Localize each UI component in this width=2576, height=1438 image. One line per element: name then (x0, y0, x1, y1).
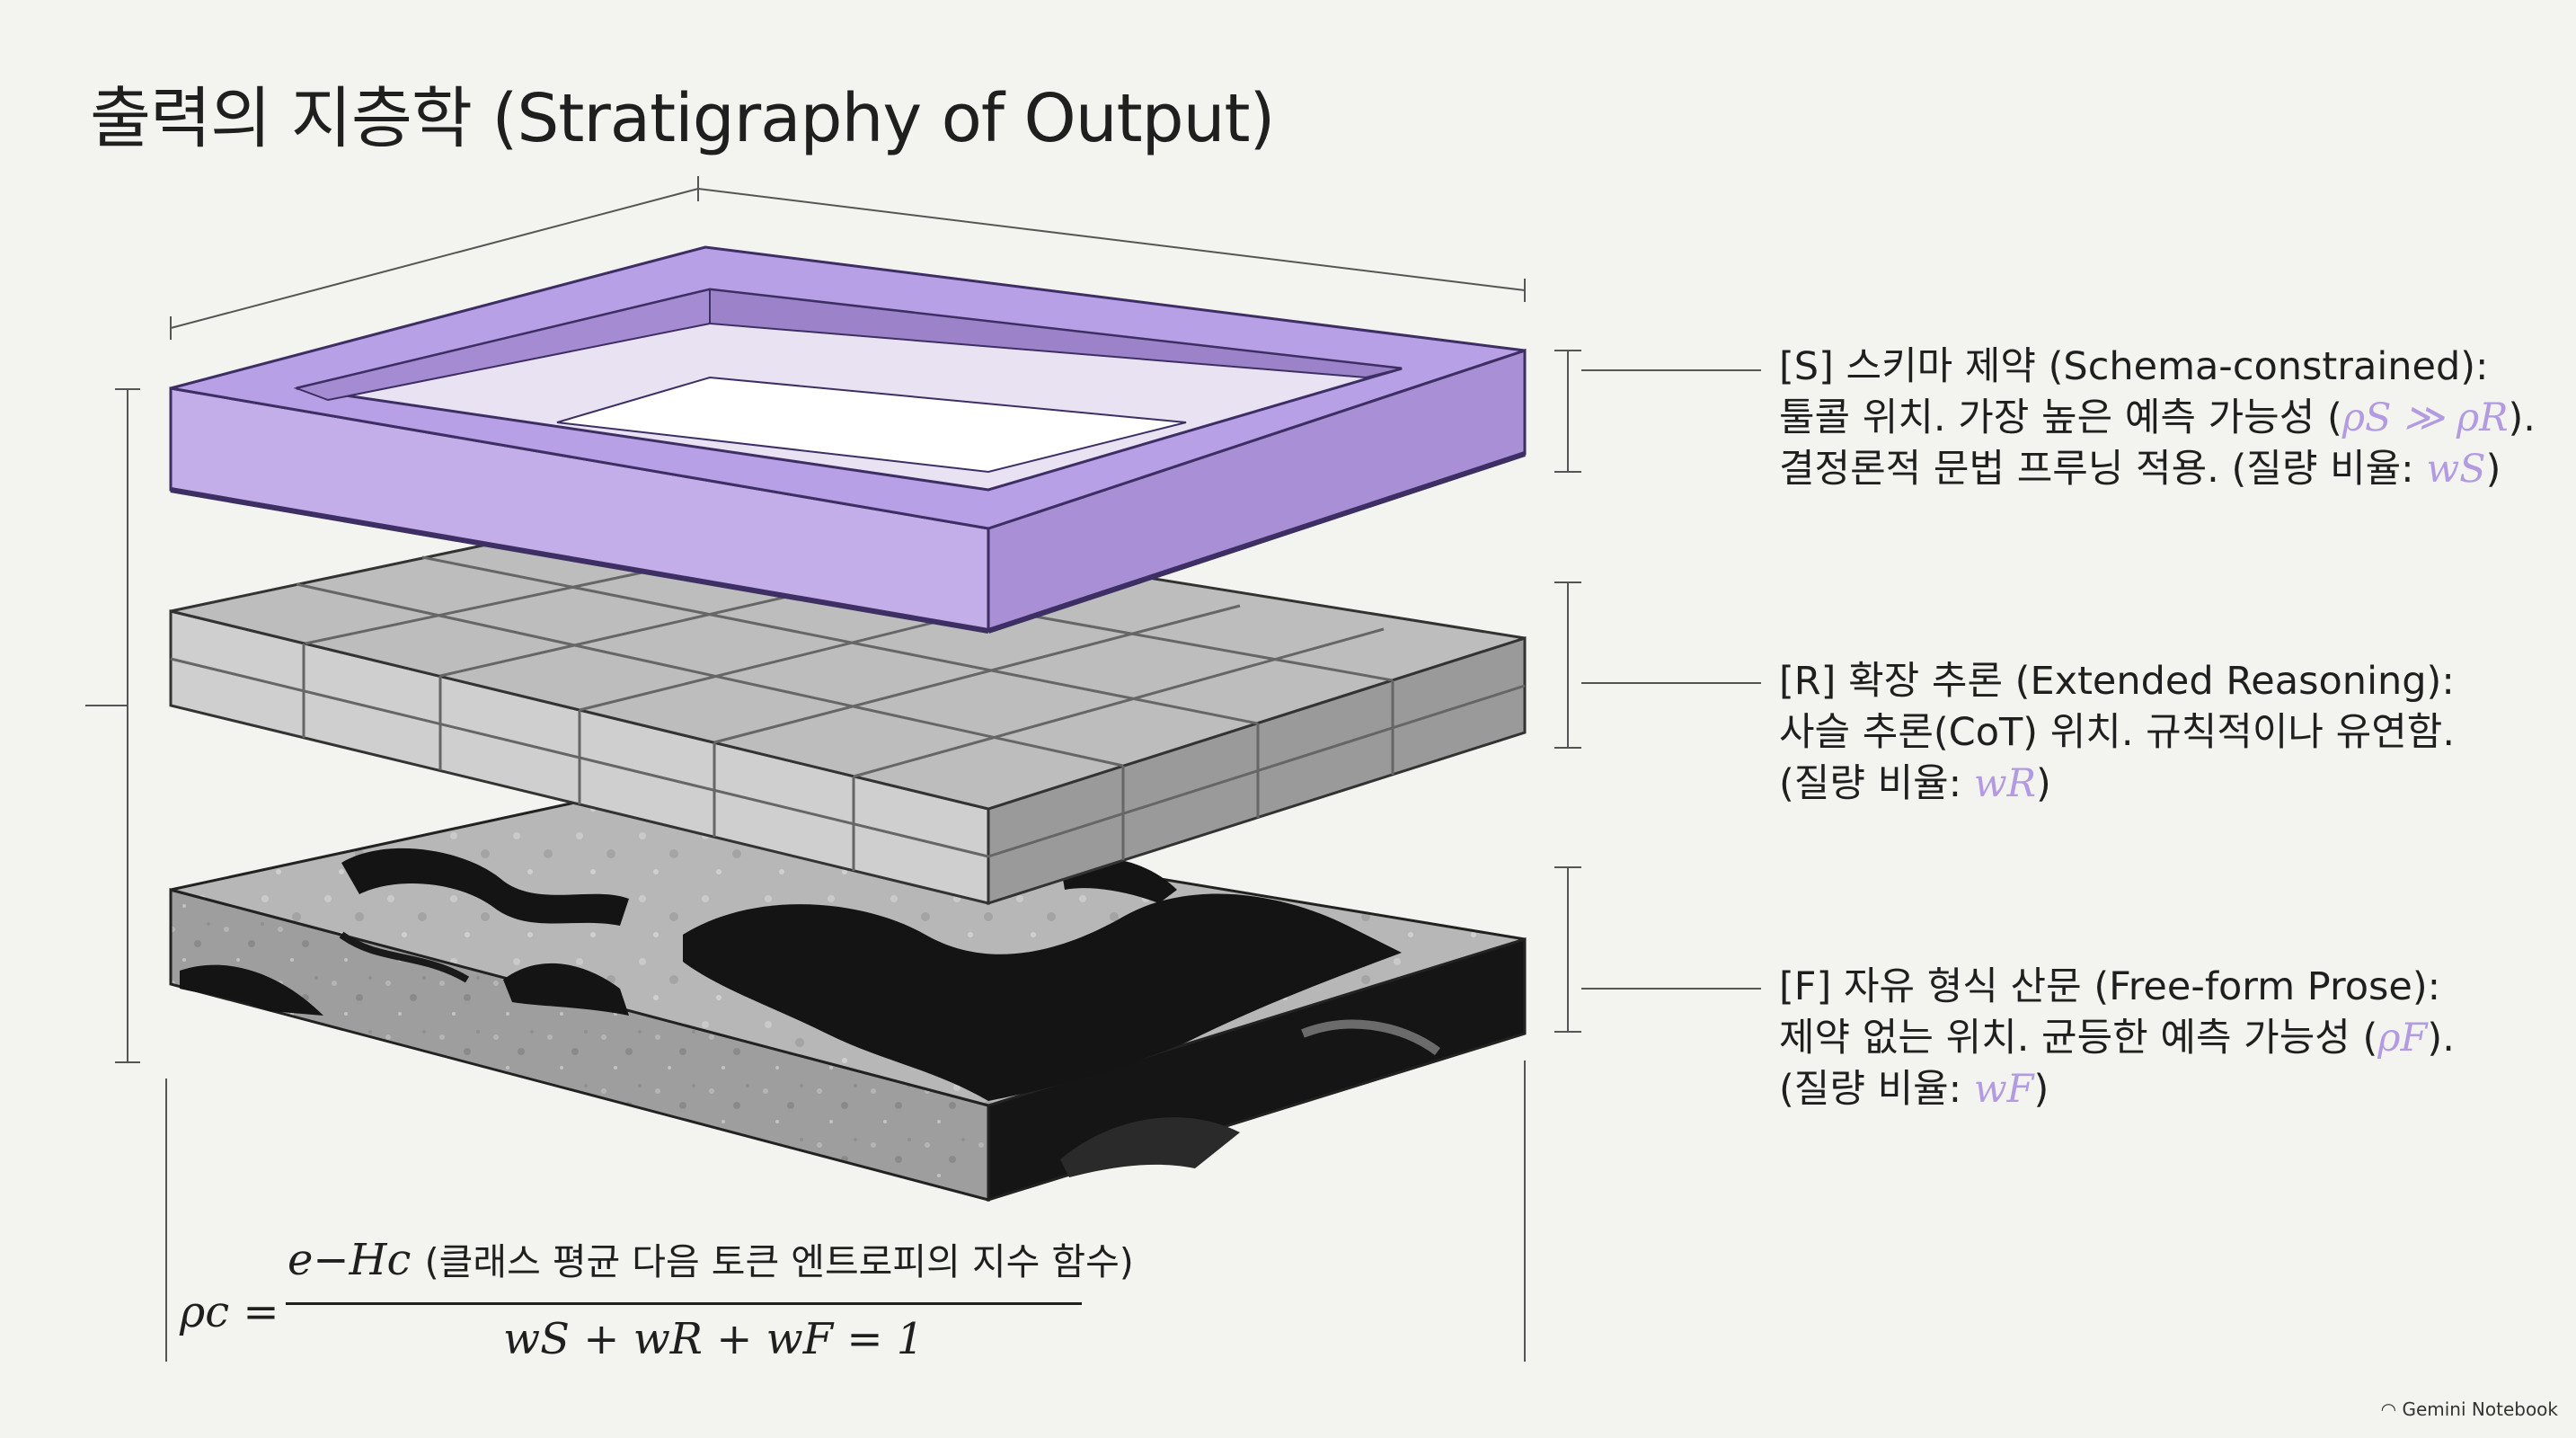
prose-line2-text: 제약 없는 위치. 균등한 예측 가능성 ( (1779, 1016, 2378, 1061)
reasoning-mass-ratio-math: wR (1973, 761, 2037, 806)
formula-numerator-description: (클래스 평균 다음 토큰 엔트로피의 지수 함수) (424, 1240, 1134, 1283)
notebook-logo-icon: ◠ (2380, 1398, 2403, 1420)
schema-heading: [S] 스키마 제약 (Schema-constrained): (1779, 344, 2489, 389)
schema-label: [S] 스키마 제약 (Schema-constrained): 툴콜 위치. … (1779, 342, 2552, 495)
prose-predictability-math: ρF (2377, 1016, 2428, 1061)
formula-numerator-expression: e−Hc (288, 1235, 412, 1285)
prose-heading: [F] 자유 형식 산문 (Free-form Prose): (1779, 964, 2441, 1009)
page-title: 출력의 지층학 (Stratigraphy of Output) (90, 80, 1275, 157)
reasoning-line3-suffix: ) (2036, 761, 2051, 806)
reasoning-heading: [R] 확장 추론 (Extended Reasoning): (1779, 659, 2455, 704)
schema-predictability-math: ρS ≫ ρR (2341, 395, 2509, 440)
prose-label: [F] 자유 형식 산문 (Free-form Prose): 제약 없는 위치… (1779, 962, 2552, 1115)
schema-line2-text: 툴콜 위치. 가장 높은 예측 가능성 ( (1779, 395, 2342, 440)
prose-line2-suffix: ). (2427, 1016, 2455, 1061)
schema-mass-ratio-math: wS (2426, 447, 2486, 492)
prose-layer-block (169, 789, 1527, 1203)
formula-numerator: e−Hc (클래스 평균 다음 토큰 엔트로피의 지수 함수) (288, 1231, 1134, 1285)
reasoning-line3-text: (질량 비율: (1779, 761, 1974, 806)
gemini-notebook-watermark: ◠ Gemini Notebook (2381, 1398, 2558, 1420)
formula-denominator: wS + wR + wF = 1 (503, 1314, 925, 1364)
dimension-lines (85, 176, 1761, 1362)
reasoning-line2: 사슬 추론(CoT) 위치. 규칙적이나 유연함. (1779, 710, 2456, 755)
schema-line3-text: 결정론적 문법 프루닝 적용. (질량 비율: (1779, 447, 2427, 492)
reasoning-label: [R] 확장 추론 (Extended Reasoning): 사슬 추론(Co… (1779, 656, 2552, 810)
watermark-text: Gemini Notebook (2402, 1398, 2558, 1420)
schema-line3-suffix: ) (2485, 447, 2501, 492)
prose-line3-text: (질량 비율: (1779, 1067, 1974, 1112)
prose-mass-ratio-math: wF (1973, 1067, 2034, 1112)
formula-fraction-bar (286, 1302, 1082, 1305)
schema-layer-frame (169, 245, 1527, 634)
prose-line3-suffix: ) (2033, 1067, 2049, 1112)
formula-lhs: ρc = (180, 1287, 279, 1337)
schema-line2-suffix: ). (2508, 395, 2536, 440)
